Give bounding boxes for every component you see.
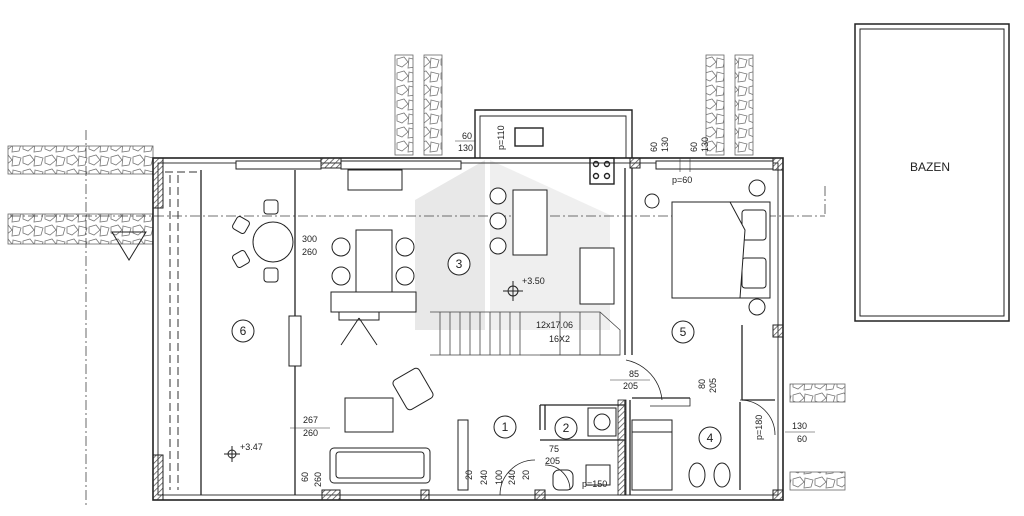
- stone-paving-top: [394, 54, 754, 156]
- staircase: [430, 311, 621, 356]
- dim-parapet-150: p=150: [582, 479, 607, 489]
- dim-living-260b: 260: [303, 428, 318, 438]
- stone-paving-left: [7, 145, 154, 245]
- level-marker-terrace: [224, 446, 240, 462]
- dimension-labels: 60 130 p=110 60 130 60 130 p=60 300 260 …: [300, 125, 807, 489]
- room-1-label: 1: [502, 420, 509, 434]
- room-3-label: 3: [456, 257, 463, 271]
- dim-bottom-260: 260: [313, 472, 323, 487]
- dim-living-260: 260: [302, 247, 317, 257]
- dim-parapet-60: p=60: [672, 175, 692, 185]
- level-terrace-label: +3.47: [240, 442, 263, 452]
- dim-door-205: 205: [623, 381, 638, 391]
- dim-window-60: 60: [462, 131, 472, 141]
- level-upper-label: +3.50: [522, 276, 545, 286]
- kitchen-island: [489, 187, 615, 305]
- dim-door-205b: 205: [708, 378, 718, 393]
- dim-bottom-60: 60: [300, 472, 310, 482]
- dim-living-267: 267: [303, 415, 318, 425]
- dimension-lines: [290, 140, 815, 433]
- dim-window-130: 130: [458, 143, 473, 153]
- stairs-label-1: 12x17.06: [536, 320, 573, 330]
- kitchen-bay: [474, 109, 633, 185]
- level-marker-upper: [503, 281, 523, 301]
- room-4-label: 4: [707, 431, 714, 445]
- dim-parapet-180: p=180: [754, 415, 764, 440]
- dim-bottom-240a: 240: [479, 470, 489, 485]
- dim-parapet-110: p=110: [496, 125, 506, 150]
- room-6-label: 6: [240, 324, 247, 338]
- dining-table: [330, 229, 417, 346]
- room-5-label: 5: [680, 325, 687, 339]
- bathroom-fixtures: [552, 407, 731, 491]
- dim-bottom-100: 100: [494, 470, 504, 485]
- entry-triangle-icon: [111, 231, 147, 261]
- sideboard: [347, 169, 403, 191]
- stone-paving-right: [789, 383, 846, 491]
- room-2-label: 2: [563, 421, 570, 435]
- partition-hatch: [617, 399, 627, 496]
- stairs-label-2: 16X2: [549, 334, 570, 344]
- dim-living-300: 300: [302, 234, 317, 244]
- terrace-outline: [165, 171, 200, 490]
- living-furniture: [288, 315, 469, 491]
- dim-bottom-20a: 20: [464, 470, 474, 480]
- round-table: [232, 199, 294, 283]
- dim-top-60b: 60: [689, 142, 699, 152]
- room-number-markers: [231, 252, 722, 450]
- top-windows: [235, 160, 774, 170]
- pool-label: BAZEN: [910, 160, 950, 174]
- dim-top-130b: 130: [700, 137, 710, 152]
- bed: [644, 179, 771, 316]
- dim-bath-60: 60: [797, 434, 807, 444]
- dim-door-85: 85: [629, 369, 639, 379]
- dim-top-130a: 130: [660, 137, 670, 152]
- wall-columns: [152, 157, 784, 501]
- dim-wc-205: 205: [545, 456, 560, 466]
- pool: BAZEN: [854, 23, 1010, 322]
- dim-top-60a: 60: [649, 142, 659, 152]
- dim-bath-130: 130: [792, 421, 807, 431]
- dim-bottom-240b: 240: [507, 470, 517, 485]
- dim-door-80: 80: [697, 379, 707, 389]
- dim-wc-75: 75: [549, 444, 559, 454]
- door-swings: [499, 359, 776, 496]
- dim-bottom-20b: 20: [521, 470, 531, 480]
